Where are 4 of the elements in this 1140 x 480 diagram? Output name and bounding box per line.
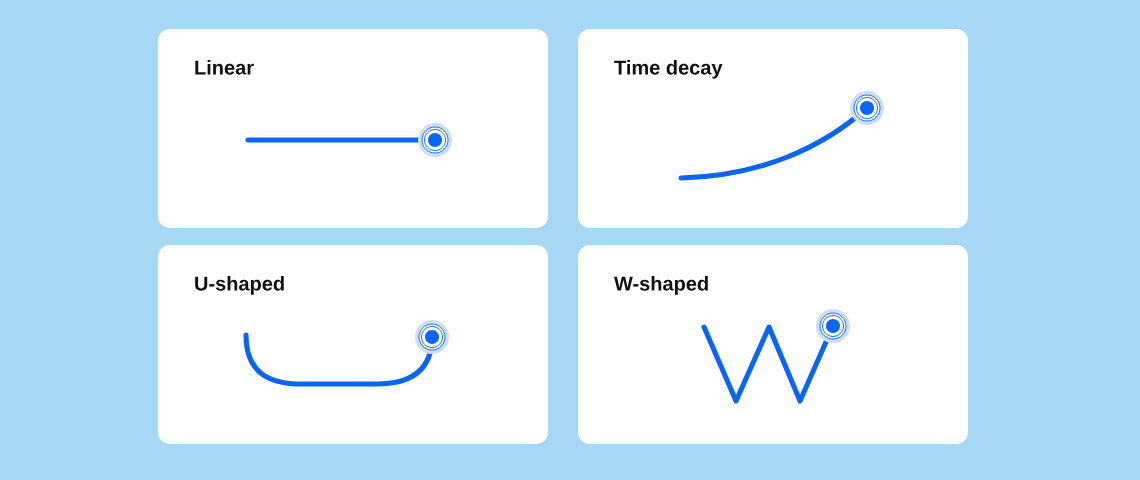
card: U-shaped	[158, 245, 548, 444]
card: Linear	[158, 29, 548, 228]
card: W-shaped	[578, 245, 968, 444]
card: Time decay	[578, 29, 968, 228]
